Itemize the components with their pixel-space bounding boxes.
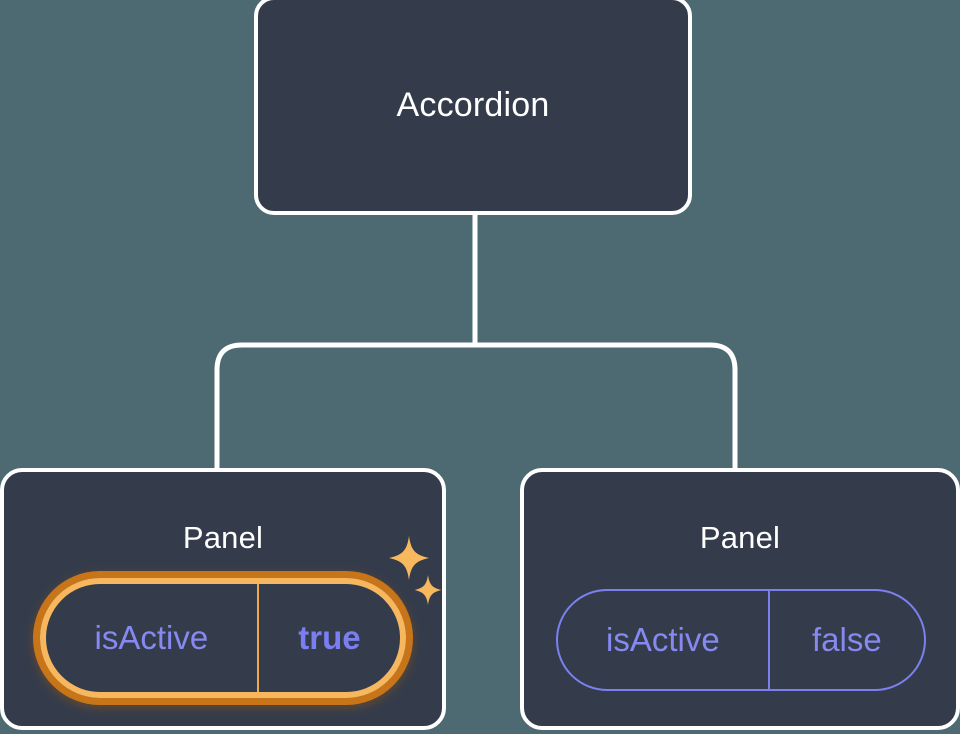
node-panel-right-label: Panel	[699, 520, 781, 555]
prop-pill-isactive-false[interactable]: isActive false	[556, 589, 926, 691]
node-panel-left-label: Panel	[182, 520, 264, 555]
prop-key: isActive	[606, 621, 720, 658]
prop-key: isActive	[94, 619, 209, 656]
prop-value: true	[256, 584, 400, 692]
node-accordion[interactable]: Accordion	[254, 0, 692, 215]
prop-pill-isactive-true[interactable]: isActive true	[40, 578, 406, 698]
node-accordion-label: Accordion	[396, 86, 550, 124]
prop-value: false	[767, 591, 924, 689]
